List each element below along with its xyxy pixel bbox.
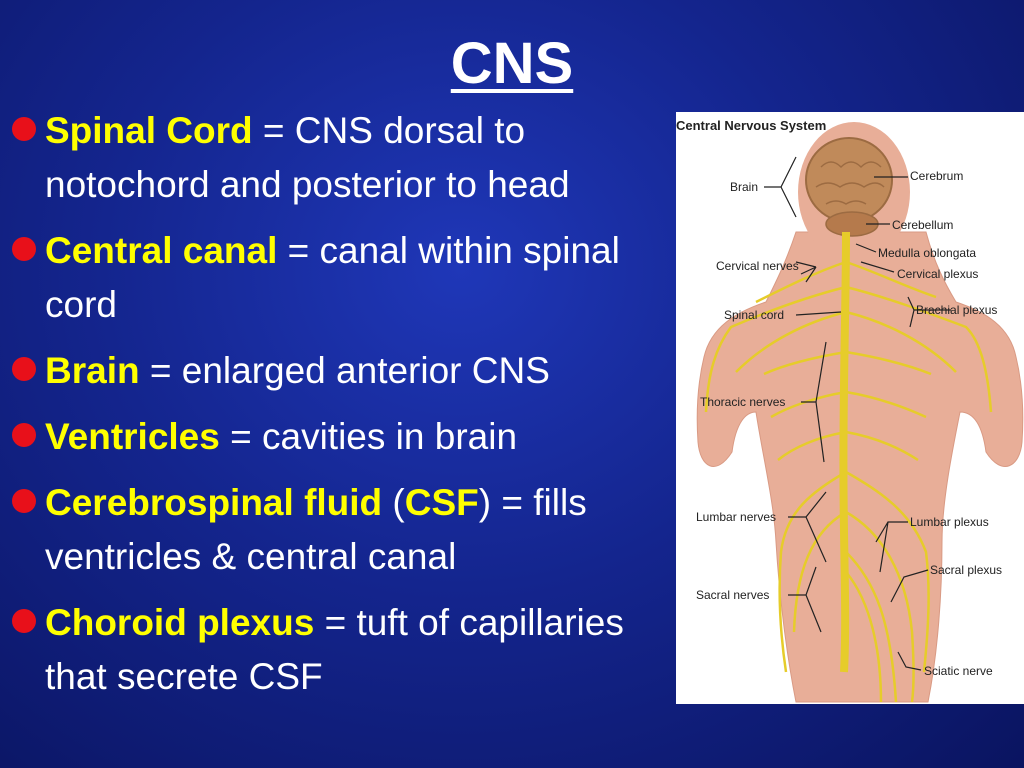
label-cerebrum: Cerebrum xyxy=(910,169,964,183)
nerve-branches xyxy=(704,260,993,703)
label-sacral-nerves: Sacral nerves xyxy=(696,588,770,602)
torso-shape xyxy=(696,231,1024,703)
label-brain: Brain xyxy=(730,180,759,194)
bullet-csf: Cerebrospinal fluid (CSF) = fills ventri… xyxy=(8,476,672,584)
label-spinal-cord: Spinal cord xyxy=(724,308,785,322)
label-brachial-plexus: Brachial plexus xyxy=(916,303,998,317)
bullet-term: Choroid plexus xyxy=(45,602,315,643)
body-illustration xyxy=(696,122,1024,703)
bullet-choroid-plexus: Choroid plexus = tuft of capillaries tha… xyxy=(8,596,672,704)
cerebrum-shape xyxy=(805,137,893,223)
label-cervical-nerves: Cervical nerves xyxy=(716,259,799,273)
label-lumbar-plexus: Lumbar plexus xyxy=(910,515,989,529)
bullet-ventricles: Ventricles = cavities in brain xyxy=(8,410,672,464)
label-sacral-plexus: Sacral plexus xyxy=(930,563,1003,577)
bullet-text: = canal within spinal cord xyxy=(45,230,620,325)
bullet-list: Spinal Cord = CNS dorsal to notochord an… xyxy=(8,104,672,716)
slide-title: CNS xyxy=(450,31,574,96)
bullet-dot-icon xyxy=(12,357,36,381)
label-thoracic-nerves: Thoracic nerves xyxy=(700,395,786,409)
label-sciatic-nerve: Sciatic nerve xyxy=(924,664,993,678)
bullet-term: Central canal xyxy=(45,230,278,271)
bullet-dot-icon xyxy=(12,489,36,513)
bullet-central-canal: Central canal = canal within spinal cord xyxy=(8,224,672,332)
bullet-term: Cerebrospinal fluid xyxy=(45,482,383,523)
bullet-text: = cavities in brain xyxy=(219,416,518,457)
bullet-dot-icon xyxy=(12,237,36,261)
cns-figure: Central Nervous System Brain Cervical ne… xyxy=(676,112,1024,704)
bullet-brain: Brain = enlarged anterior CNS xyxy=(8,344,672,398)
label-cervical-plexus: Cervical plexus xyxy=(897,267,979,281)
spinal-cord-shape xyxy=(839,231,850,673)
bullet-text-open: ( xyxy=(382,482,405,523)
bullet-term: Ventricles xyxy=(45,416,220,457)
bullet-dot-icon xyxy=(12,423,36,447)
bullet-dot-icon xyxy=(12,609,36,633)
bullet-text: = enlarged anterior CNS xyxy=(139,350,550,391)
label-medulla-oblongata: Medulla oblongata xyxy=(878,246,977,260)
leader-lines xyxy=(764,156,951,671)
bullet-text: = CNS dorsal to notochord and posterior … xyxy=(45,110,570,205)
label-cerebellum: Cerebellum xyxy=(892,218,954,232)
label-lumbar-nerves: Lumbar nerves xyxy=(696,510,777,524)
bullet-dot-icon xyxy=(12,117,36,141)
neck-shape xyxy=(826,232,884,292)
bullet-term: Spinal Cord xyxy=(45,110,253,151)
bullet-text: = tuft of capillaries that secrete CSF xyxy=(45,602,624,697)
bullet-text: ) = fills ventricles & central canal xyxy=(45,482,587,577)
bullet-spinal-cord: Spinal Cord = CNS dorsal to notochord an… xyxy=(8,104,672,212)
bullet-term-abbrev: CSF xyxy=(404,482,479,523)
figure-title: Central Nervous System xyxy=(676,118,827,133)
bullet-term: Brain xyxy=(45,350,140,391)
